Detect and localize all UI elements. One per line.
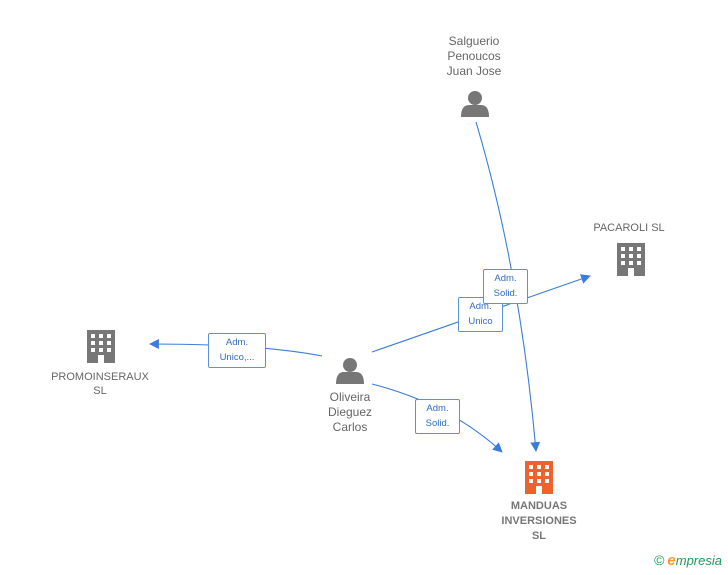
empresia-watermark: ©empresia (654, 552, 722, 569)
building-icon[interactable] (87, 330, 115, 363)
node-label-pacaroli[interactable]: PACAROLI SL (593, 222, 665, 234)
building-icon-focus[interactable] (525, 461, 553, 494)
copyright-symbol: © (654, 552, 665, 568)
person-icon[interactable] (336, 358, 364, 384)
node-label-promoinseraux[interactable]: PROMOINSERAUX SL (51, 371, 149, 397)
edge-label-oliveira-manduas: Adm. Solid. (415, 399, 460, 434)
brand-name: mpresia (675, 553, 722, 568)
edge-label-oliveira-pacaroli: Adm. Unico (458, 297, 503, 332)
edge-label-salguerio-pacaroli: Adm. Solid. (483, 269, 528, 304)
building-icon[interactable] (617, 243, 645, 276)
node-label-oliveira[interactable]: Oliveira Dieguez Carlos (327, 390, 373, 434)
node-label-manduas[interactable]: MANDUAS INVERSIONES SL (501, 500, 577, 542)
edge-label-oliveira-promoinseraux: Adm. Unico,... (208, 333, 266, 368)
person-icon[interactable] (461, 91, 489, 117)
node-label-salguerio[interactable]: Salguerio Penoucos Juan Jose (446, 34, 502, 78)
brand-initial: e (667, 552, 676, 569)
